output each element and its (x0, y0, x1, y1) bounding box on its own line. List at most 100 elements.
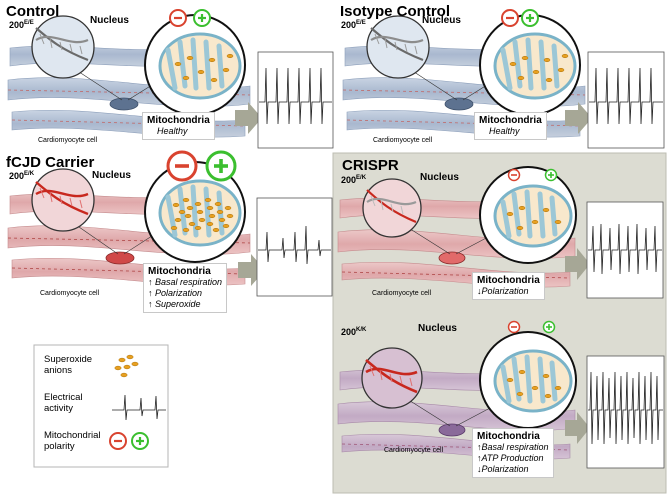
mitochondria-title: Mitochondria (477, 431, 540, 442)
panel-isotype-control (342, 9, 665, 149)
electrical-trace (588, 371, 663, 445)
legend-superoxide-icon (114, 354, 139, 378)
panel-crispr-kk (337, 320, 665, 469)
mitochondria-magnified-circle (479, 331, 577, 429)
nucleus-label: Nucleus (92, 170, 131, 181)
mitochondria-status-line: Healthy (157, 126, 188, 136)
genotype-superscript: E/E (356, 20, 366, 26)
genotype-base: 200 (341, 327, 357, 337)
genotype-superscript: K/K (356, 327, 367, 333)
genotype-label: 200E/K (9, 171, 34, 181)
polarity-minus-icon (507, 168, 521, 182)
genotype-superscript: E/E (24, 20, 34, 26)
panel-crispr-ek (337, 166, 664, 299)
mitochondria-status-box: Mitochondria Healthy (474, 112, 547, 140)
cardiomyocyte-cell-label: Cardiomyocyte cell (373, 137, 433, 144)
mitochondria-status-line: Basal respiration (481, 442, 549, 452)
mitochondria-status-line: Polarization (481, 286, 529, 296)
nucleus-magnified-circle (31, 168, 95, 232)
mitochondria-status-box: Mitochondria ↑ Basal respiration ↑ Polar… (143, 263, 228, 313)
legend-label-line: anions (44, 365, 72, 376)
genotype-base: 200 (9, 20, 25, 30)
genotype-base: 200 (341, 20, 357, 30)
panel-fcjd-carrier (7, 150, 333, 297)
cardiomyocyte-cell-label: Cardiomyocyte cell (372, 290, 432, 297)
legend-label-line: Mitochondrial (44, 430, 101, 441)
nucleus-magnified-circle (361, 347, 423, 409)
mitochondria-status-box: Mitochondria ↓Polarization (472, 272, 545, 300)
legend-polarity-label: Mitochondrial polarity (44, 430, 101, 452)
nucleus-cell-highlight (109, 97, 139, 111)
legend-label-line: activity (44, 403, 74, 414)
nucleus-label: Nucleus (422, 15, 461, 26)
mitochondria-status-line: Superoxide (155, 299, 201, 309)
polarity-plus-icon (193, 9, 211, 27)
nucleus-cell-highlight (438, 251, 466, 265)
genotype-label: 200E/E (341, 20, 366, 30)
electrical-trace-frame (257, 51, 334, 149)
mitochondria-status-line: Polarization (481, 464, 529, 474)
panel-title-crispr: CRISPR (342, 157, 399, 174)
genotype-label: 200E/K (341, 175, 366, 185)
polarity-plus-icon (521, 9, 539, 27)
legend-electrical-icon (112, 394, 166, 421)
legend-label-line: Electrical (44, 392, 83, 403)
cardiomyocyte-cell-label: Cardiomyocyte cell (38, 137, 98, 144)
flow-arrow (235, 102, 262, 134)
increase-arrow-icon: ↑ (148, 299, 153, 309)
cardiomyocyte-cell-label: Cardiomyocyte cell (40, 290, 100, 297)
nucleus-cell-highlight (105, 251, 135, 265)
legend-label-line: polarity (44, 441, 75, 452)
decrease-arrow-icon: ↓ (477, 286, 482, 296)
mitochondria-status-line: Healthy (489, 126, 520, 136)
panel-title-control: Control (6, 3, 60, 20)
polarity-minus-icon (507, 320, 521, 334)
nucleus-cell-highlight (438, 423, 466, 437)
polarity-plus-icon (205, 150, 237, 182)
polarity-plus-icon (542, 320, 556, 334)
mitochondria-title: Mitochondria (148, 266, 211, 277)
mitochondria-title: Mitochondria (479, 115, 542, 126)
nucleus-label: Nucleus (90, 15, 129, 26)
nucleus-cell-highlight (444, 97, 474, 111)
genotype-label: 200E/E (9, 20, 34, 30)
nucleus-magnified-circle (362, 178, 422, 238)
electrical-trace (258, 225, 331, 265)
panel-control (7, 9, 334, 149)
legend-label-line: Superoxide (44, 354, 93, 365)
mitochondria-status-line: ATP Production (481, 453, 544, 463)
panel-title-fcjd-carrier: fCJD Carrier (6, 154, 95, 171)
nucleus-label: Nucleus (420, 172, 459, 183)
decrease-arrow-icon: ↓ (477, 464, 482, 474)
mitochondria-status-line: Polarization (155, 288, 203, 298)
mitochondria-magnified-circle (479, 166, 577, 264)
electrical-trace (589, 67, 663, 125)
polarity-minus-icon (169, 9, 187, 27)
mitochondria-magnified-circle (479, 14, 581, 116)
increase-arrow-icon: ↑ (477, 453, 482, 463)
genotype-base: 200 (341, 175, 357, 185)
electrical-trace-frame (587, 51, 665, 149)
flow-arrow (565, 102, 592, 134)
flow-arrow (565, 412, 590, 444)
legend-electrical-label: Electrical activity (44, 392, 83, 414)
mitochondria-status-box: Mitochondria ↑Basal respiration ↑ATP Pro… (472, 428, 554, 478)
electrical-trace (588, 223, 662, 275)
polarity-minus-icon (166, 150, 198, 182)
legend-minus-icon (109, 432, 127, 450)
genotype-superscript: E/K (356, 175, 367, 181)
mitochondria-status-line: Basal respiration (155, 277, 223, 287)
increase-arrow-icon: ↑ (148, 288, 153, 298)
legend (33, 344, 169, 468)
legend-plus-icon (131, 432, 149, 450)
legend-superoxide-label: Superoxide anions (44, 354, 92, 376)
polarity-plus-icon (544, 168, 558, 182)
cardiomyocyte-cell-label: Cardiomyocyte cell (384, 447, 444, 454)
flow-arrow (565, 248, 590, 280)
polarity-minus-icon (501, 9, 519, 27)
genotype-label: 200K/K (341, 327, 366, 337)
mitochondria-title: Mitochondria (147, 115, 210, 126)
mitochondria-title: Mitochondria (477, 275, 540, 286)
nucleus-magnified-circle (366, 15, 430, 79)
nucleus-magnified-circle (31, 15, 95, 79)
